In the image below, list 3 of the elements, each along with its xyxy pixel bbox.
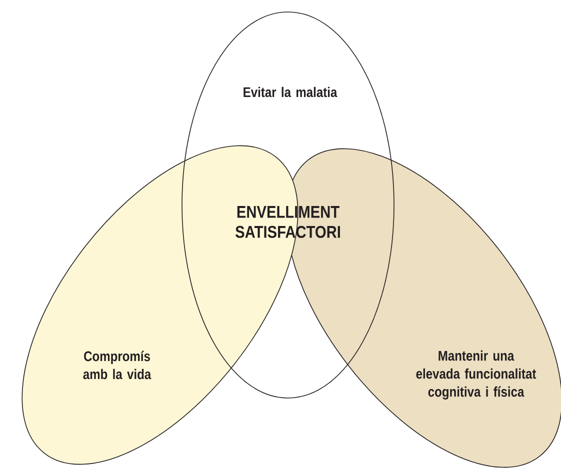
region-label: Evitar la malatia xyxy=(244,86,338,98)
region-label: Compromís amb la vida xyxy=(83,350,152,380)
region-label: Mantenir una elevada funcionalitat cognitiva i física xyxy=(416,350,536,400)
